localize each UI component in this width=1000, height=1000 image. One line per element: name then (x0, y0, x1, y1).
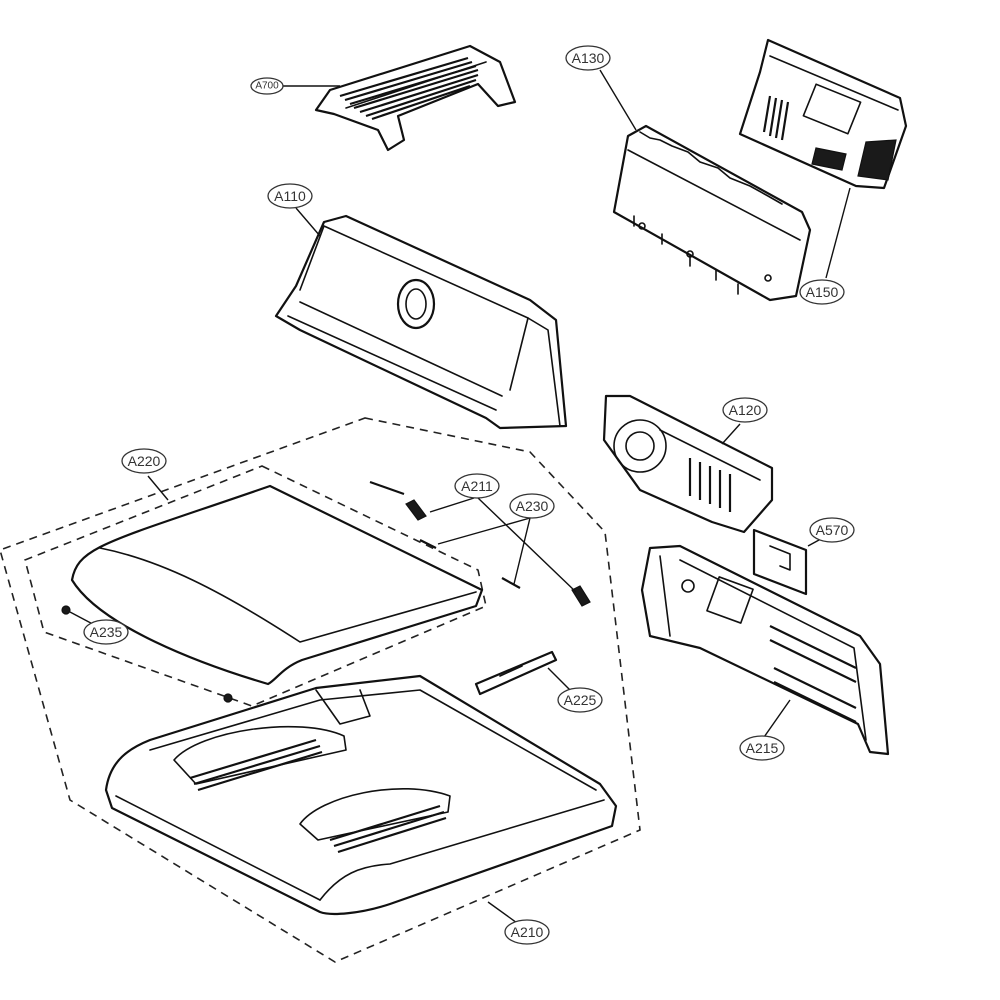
part-a700-vent[interactable] (314, 44, 517, 152)
label-a110: A110 (267, 183, 313, 209)
label-a220: A220 (121, 448, 167, 474)
outer-assembly-boundary (0, 417, 641, 963)
svg-text:A225: A225 (564, 692, 597, 708)
part-a225-damper[interactable] (474, 650, 558, 696)
svg-text:A110: A110 (274, 188, 306, 204)
part-a570-plate[interactable] (752, 528, 808, 596)
svg-text:A230: A230 (516, 498, 549, 514)
leader-a150 (825, 187, 851, 279)
part-a215-rear-panel[interactable] (640, 544, 890, 756)
leader-a130 (599, 69, 637, 131)
leader-a211 (429, 497, 577, 593)
inner-assembly-boundary (24, 465, 487, 707)
part-a130-pcb[interactable] (612, 124, 812, 302)
label-a120: A120 (722, 397, 768, 423)
svg-text:A700: A700 (255, 81, 279, 92)
part-a235-screws[interactable] (61, 605, 233, 703)
part-a211-hinges[interactable] (405, 499, 591, 607)
label-a235: A235 (83, 619, 129, 645)
label-a230: A230 (509, 493, 555, 519)
part-a110-panel[interactable] (274, 214, 568, 430)
label-a210: A210 (504, 919, 550, 945)
svg-text:A570: A570 (816, 522, 849, 538)
leader-a120 (721, 423, 741, 445)
svg-text:A130: A130 (572, 50, 605, 66)
label-a150: A150 (799, 279, 845, 305)
part-a230-springs[interactable] (369, 480, 521, 589)
svg-text:A235: A235 (90, 624, 123, 640)
part-a210-top-cover[interactable] (104, 674, 618, 916)
part-a220-lid[interactable] (70, 484, 484, 686)
part-a120-board[interactable] (602, 394, 774, 534)
label-a130: A130 (565, 45, 611, 71)
leader-a110 (295, 207, 321, 237)
leader-a230 (437, 517, 531, 585)
label-a211: A211 (454, 473, 500, 499)
svg-text:A215: A215 (746, 740, 779, 756)
label-a700: A700 (250, 77, 284, 95)
svg-text:A210: A210 (511, 924, 544, 940)
svg-text:A120: A120 (729, 402, 762, 418)
leader-a215 (761, 699, 791, 741)
leader-a220 (147, 475, 169, 501)
svg-text:A150: A150 (806, 284, 839, 300)
svg-text:A220: A220 (128, 453, 161, 469)
label-a570: A570 (809, 517, 855, 543)
part-a150-housing[interactable] (738, 38, 908, 190)
label-a225: A225 (557, 687, 603, 713)
label-a215: A215 (739, 735, 785, 761)
svg-text:A211: A211 (461, 478, 493, 494)
